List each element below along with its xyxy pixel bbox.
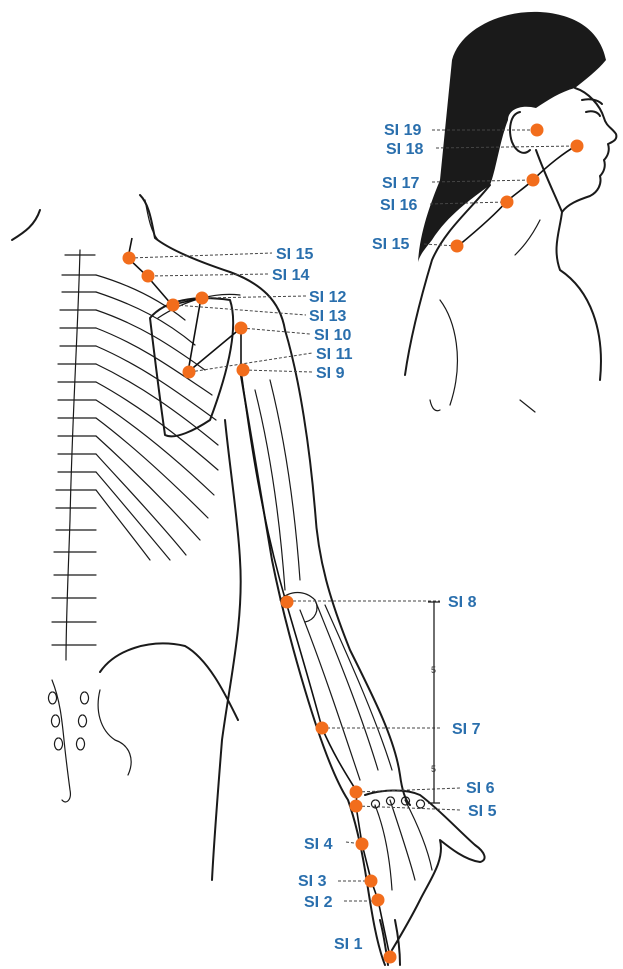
point-si9	[237, 364, 250, 377]
measure-lower: 5	[431, 764, 436, 774]
label-head-si15: SI 15	[372, 236, 409, 253]
point-si8	[281, 596, 294, 609]
point-si15	[123, 252, 136, 265]
neck-front	[557, 212, 601, 380]
label-si14: SI 14	[272, 267, 309, 284]
spine	[49, 250, 97, 802]
hip	[98, 690, 131, 775]
label-si16: SI 16	[380, 197, 417, 214]
label-si18: SI 18	[386, 141, 423, 158]
point-si17	[527, 174, 540, 187]
shoulder-back	[430, 400, 440, 411]
label-si15: SI 15	[276, 246, 313, 263]
left-neck	[12, 210, 40, 240]
point-si14	[142, 270, 155, 283]
eye	[586, 111, 600, 116]
label-si12: SI 12	[309, 289, 346, 306]
point-si11	[183, 366, 196, 379]
arm-outer	[285, 330, 410, 805]
point-si5	[350, 800, 363, 813]
point-si10	[235, 322, 248, 335]
label-si5: SI 5	[468, 803, 497, 820]
label-si3: SI 3	[298, 873, 327, 890]
label-si7: SI 7	[452, 721, 481, 738]
point-si18	[571, 140, 584, 153]
label-si6: SI 6	[466, 780, 495, 797]
body-figure	[12, 195, 485, 965]
point-si2	[372, 894, 385, 907]
arm-meridian-line	[241, 370, 390, 957]
point-si1	[384, 951, 397, 964]
point-si6	[350, 786, 363, 799]
point-si16	[501, 196, 514, 209]
pelvis	[100, 644, 238, 720]
neck-muscle	[515, 220, 540, 255]
label-si9: SI 9	[316, 365, 345, 382]
point-si12	[196, 292, 209, 305]
vertebrae	[52, 255, 96, 645]
point-si13	[167, 299, 180, 312]
brow	[582, 99, 602, 104]
label-si2: SI 2	[304, 894, 333, 911]
point-si3	[365, 875, 378, 888]
label-si11: SI 11	[316, 346, 353, 363]
label-si1: SI 1	[334, 936, 363, 953]
label-si8: SI 8	[448, 594, 477, 611]
label-si19: SI 19	[384, 122, 421, 139]
label-si4: SI 4	[304, 836, 333, 853]
shoulder-curve	[440, 300, 457, 405]
measure-upper: 5	[431, 665, 436, 675]
label-si17: SI 17	[382, 175, 419, 192]
head-figure	[405, 12, 616, 412]
upper-arm-muscles	[255, 380, 300, 590]
jaw	[536, 150, 562, 212]
point-si7	[316, 722, 329, 735]
sacral-holes	[49, 692, 89, 750]
back-edge	[212, 420, 241, 880]
label-si10: SI 10	[314, 327, 351, 344]
neck-right	[140, 195, 285, 330]
label-si13: SI 13	[309, 308, 346, 325]
acupoints	[123, 124, 584, 964]
hair	[418, 12, 606, 262]
hand-bones	[371, 797, 432, 890]
forearm-muscles	[300, 600, 392, 780]
point-si19	[531, 124, 544, 137]
chest-line	[520, 400, 535, 412]
point-si4	[356, 838, 369, 851]
ribs	[96, 275, 218, 560]
point-head-si15	[451, 240, 464, 253]
